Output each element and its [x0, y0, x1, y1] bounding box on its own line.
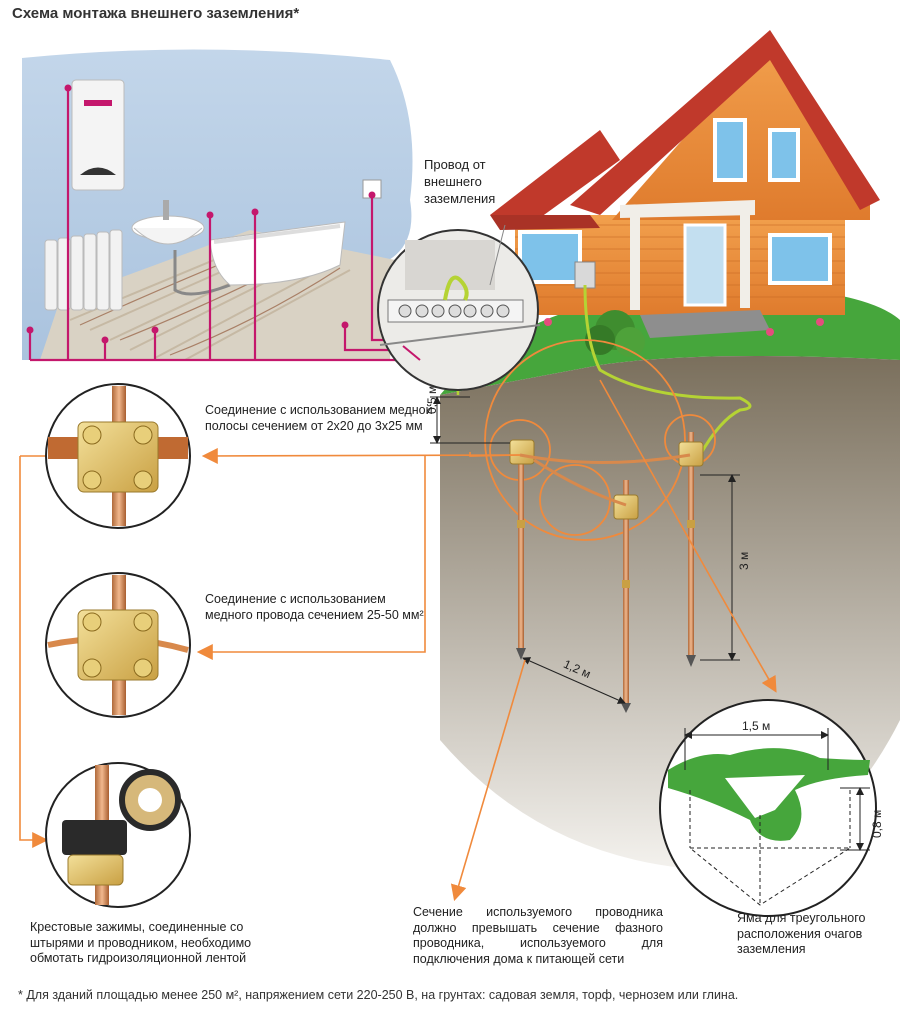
dim-pit-width-label: 1,5 м	[742, 719, 771, 733]
caption-wire-connection: Соединение с использованием медного пров…	[205, 592, 424, 622]
wire-label: Провод от внешнего заземления	[424, 157, 496, 206]
dim-pit-depth-label: 0,8 м	[870, 809, 884, 838]
terminal-zoom	[377, 229, 541, 391]
ground-wire	[583, 284, 752, 456]
bathroom-scene	[22, 49, 413, 361]
dim-length-label: 3 м	[737, 551, 751, 570]
footnote: * Для зданий площадью менее 250 м², напр…	[18, 988, 739, 1002]
caption-tape-wrap: Крестовые зажимы, соединенные со штырями…	[30, 920, 252, 965]
caption-pit: Яма для треугольного расположения очагов…	[737, 911, 866, 956]
caption-conductor-section: Сечение используемого проводника должно …	[413, 905, 663, 966]
detail-strip-circle	[45, 383, 191, 529]
caption-strip-connection: Соединение с использованием медной полос…	[205, 403, 433, 433]
detail-tape-circle	[45, 762, 191, 908]
bathroom-ground-lines	[28, 90, 405, 362]
house	[440, 30, 900, 395]
ground-rods	[509, 432, 704, 713]
page-title: Схема монтажа внешнего заземления*	[12, 5, 300, 22]
detail-pit-circle	[659, 699, 877, 917]
callout-lines	[19, 379, 777, 902]
detail-wire-circle	[45, 572, 191, 718]
dimension-lines	[430, 396, 740, 704]
